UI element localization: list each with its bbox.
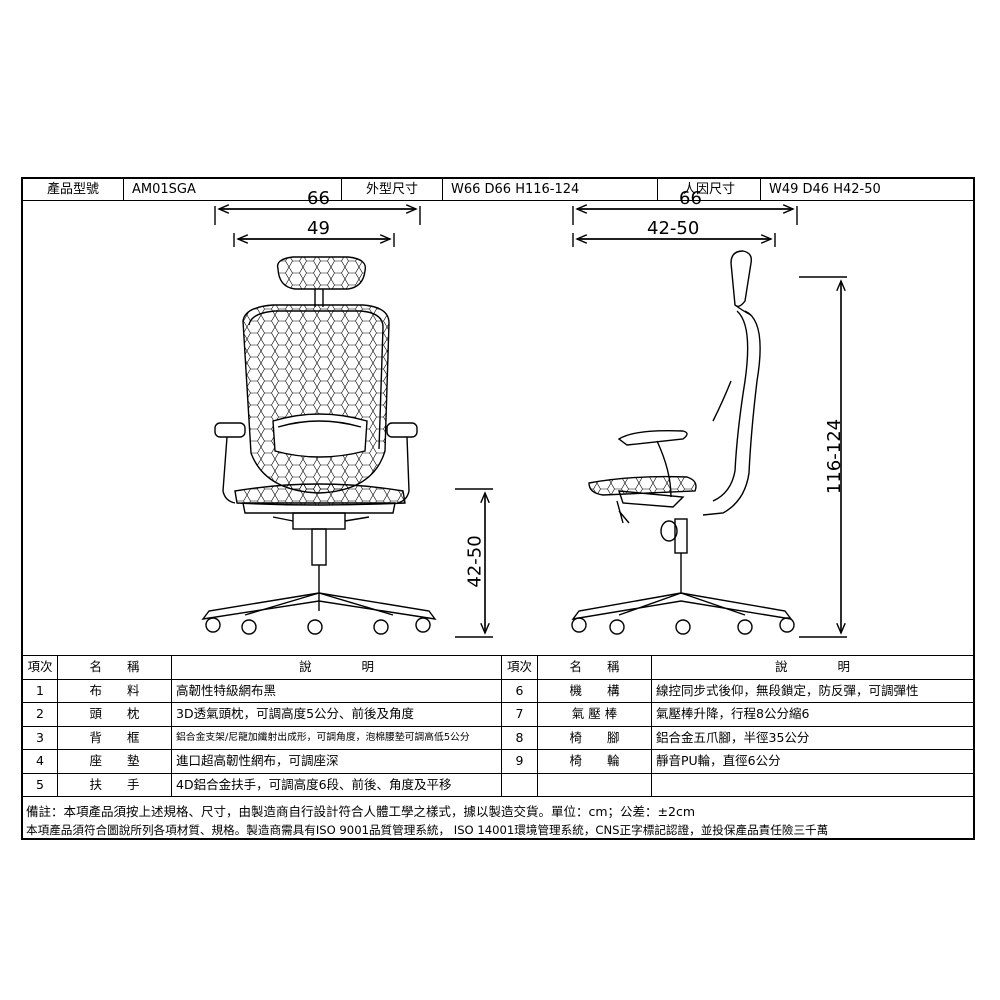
chair-drawings xyxy=(201,201,847,638)
item-name: 背 框 xyxy=(57,726,171,749)
front-seat-height-label: 42-50 xyxy=(464,535,486,588)
table-row: 4 座 墊 進口超高韌性網布，可調座深 9 椅 輪 靜音PU輪，直徑6公分 xyxy=(23,750,973,774)
item-no: 5 xyxy=(36,776,44,792)
item-desc: 鋁合金五爪腳，半徑35公分 xyxy=(651,726,973,749)
model-label: 產品型號 xyxy=(46,182,99,197)
item-name: 座 墊 xyxy=(57,750,171,773)
item-no: 4 xyxy=(36,753,44,768)
front-inner-width-label: 49 xyxy=(307,218,330,239)
ergo-label: 人因尺寸 xyxy=(657,179,760,201)
front-view xyxy=(201,206,493,638)
item-name: 氣 壓 棒 xyxy=(537,703,651,726)
item-desc: 高韌性特級網布黑 xyxy=(171,679,501,702)
note-line: 備註：本項產品須按上述規格、尺寸，由製造商自行設計符合人體工學之樣式，據以製造交… xyxy=(26,804,696,819)
col-name-header: 名 稱 xyxy=(57,656,171,679)
side-depth-label: 66 xyxy=(679,188,702,209)
drawing-area: 66 49 42-50 66 42-50 116-124 xyxy=(23,188,973,657)
item-name: 椅 輪 xyxy=(537,750,651,773)
front-outer-width-label: 66 xyxy=(307,188,330,209)
header-row: 產品型號 AM01SGA 外型尺寸 W66 D66 H116-124 人因尺寸 … xyxy=(23,179,973,201)
item-no xyxy=(501,773,537,796)
notes-block: 備註：本項產品須按上述規格、尺寸，由製造商自行設計符合人體工學之樣式，據以製造交… xyxy=(23,803,973,839)
item-name: 椅 腳 xyxy=(537,726,651,749)
table-row: 5 扶 手 4D鋁合金扶手，可調高度6段、前後、角度及平移 xyxy=(23,773,973,797)
item-desc: 靜音PU輪，直徑6公分 xyxy=(651,750,973,773)
col-no-header: 項次 xyxy=(27,659,53,674)
item-name: 扶 手 xyxy=(57,773,171,796)
item-desc: 4D鋁合金扶手，可調高度6段、前後、角度及平移 xyxy=(171,773,501,796)
item-name: 機 構 xyxy=(537,679,651,702)
item-desc: 氣壓棒升降，行程8公分縮6 xyxy=(651,703,973,726)
item-desc: 鋁合金支架/尼龍加纖射出成形，可調角度，泡棉腰墊可調高低5公分 xyxy=(171,726,501,749)
item-no: 7 xyxy=(501,703,537,726)
col-name-header-right: 名 稱 xyxy=(537,656,651,679)
col-desc-header-right: 說 明 xyxy=(651,656,973,679)
parts-table: 項次 名 稱 說 明 項次 名 稱 說 明 1 布 料 高韌性特級網布黑 6 機… xyxy=(23,655,973,797)
item-desc xyxy=(651,773,973,796)
table-row: 2 頭 枕 3D透氣頭枕，可調高度5公分、前後及角度 7 氣 壓 棒 氣壓棒升降… xyxy=(23,703,973,727)
item-no: 8 xyxy=(501,726,537,749)
size-value: W66 D66 H116-124 xyxy=(442,179,657,201)
side-seat-depth-label: 42-50 xyxy=(647,218,700,239)
item-no: 3 xyxy=(36,729,44,745)
note-line: 本項產品須符合圖說所列各項材質、規格。製造商需具有ISO 9001品質管理系統，… xyxy=(26,823,829,837)
item-no: 9 xyxy=(501,750,537,773)
spec-sheet: 產品型號 AM01SGA 外型尺寸 W66 D66 H116-124 人因尺寸 … xyxy=(21,177,975,840)
side-view xyxy=(571,206,847,638)
item-name: 布 料 xyxy=(57,679,171,702)
col-no-header-right: 項次 xyxy=(501,656,537,679)
side-total-height-label: 116-124 xyxy=(824,418,846,495)
item-desc: 3D透氣頭枕，可調高度5公分、前後及角度 xyxy=(171,703,501,726)
item-desc: 線控同步式後仰，無段鎖定，防反彈，可調彈性 xyxy=(651,679,973,702)
size-label: 外型尺寸 xyxy=(341,179,442,201)
table-header-row: 項次 名 稱 說 明 項次 名 稱 說 明 xyxy=(23,656,973,680)
item-name: 頭 枕 xyxy=(57,703,171,726)
item-desc: 進口超高韌性網布，可調座深 xyxy=(171,750,501,773)
model-value: AM01SGA xyxy=(123,179,341,201)
ergo-value: W49 D46 H42-50 xyxy=(760,179,973,201)
item-no: 1 xyxy=(36,682,44,698)
table-row: 3 背 框 鋁合金支架/尼龍加纖射出成形，可調角度，泡棉腰墊可調高低5公分 8 … xyxy=(23,726,973,750)
table-row: 1 布 料 高韌性特級網布黑 6 機 構 線控同步式後仰，無段鎖定，防反彈，可調… xyxy=(23,679,973,703)
col-desc-header: 說 明 xyxy=(171,656,501,679)
item-name xyxy=(537,773,651,796)
item-no: 2 xyxy=(36,706,44,721)
item-no: 6 xyxy=(501,679,537,702)
